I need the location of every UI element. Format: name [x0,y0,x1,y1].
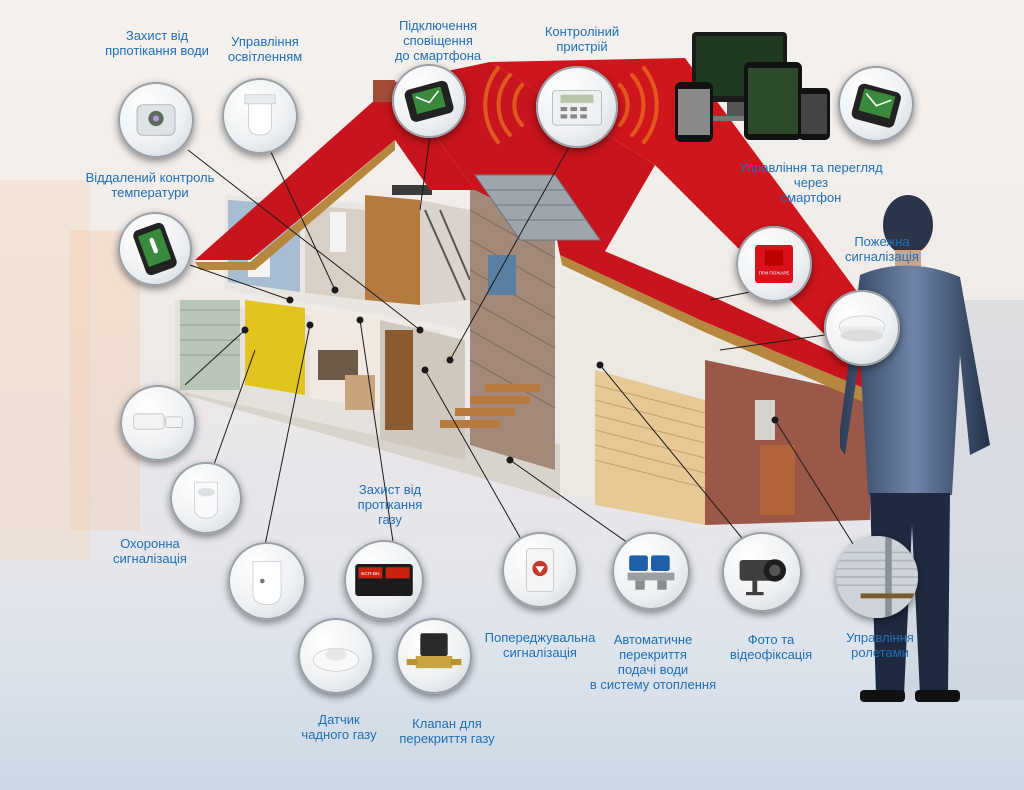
control-panel-bubble [536,66,618,148]
temperature-control-bubble [118,212,192,286]
warning-alarm-bubble [502,532,578,608]
water-valve-bubble [612,532,690,610]
gas-box-brand: БСП-ВН [361,571,380,577]
fire-alarm-button-bubble: ПРИ ПОЖАРЕ [736,226,812,302]
pir-sensor-bubble [228,542,306,620]
smartphone-mail-bubble [838,66,914,142]
devices-group [675,32,830,142]
roller-shutters-bubble [836,536,918,618]
smoke-detector-bubble [824,290,900,366]
door-sensor-bubble [120,385,196,461]
camera-bubble [722,532,802,612]
smartphone-notification-bubble [392,64,466,138]
co-detector-bubble [298,618,374,694]
gas-detector-box-bubble: БСП-ВН [344,540,424,620]
light-sensor-bubble [222,78,298,154]
water-leak-sensor-bubble [118,82,194,158]
fire-button-text: ПРИ ПОЖАРЕ [759,271,790,276]
motion-sensor-bubble [170,462,242,534]
gas-valve-bubble [396,618,472,694]
